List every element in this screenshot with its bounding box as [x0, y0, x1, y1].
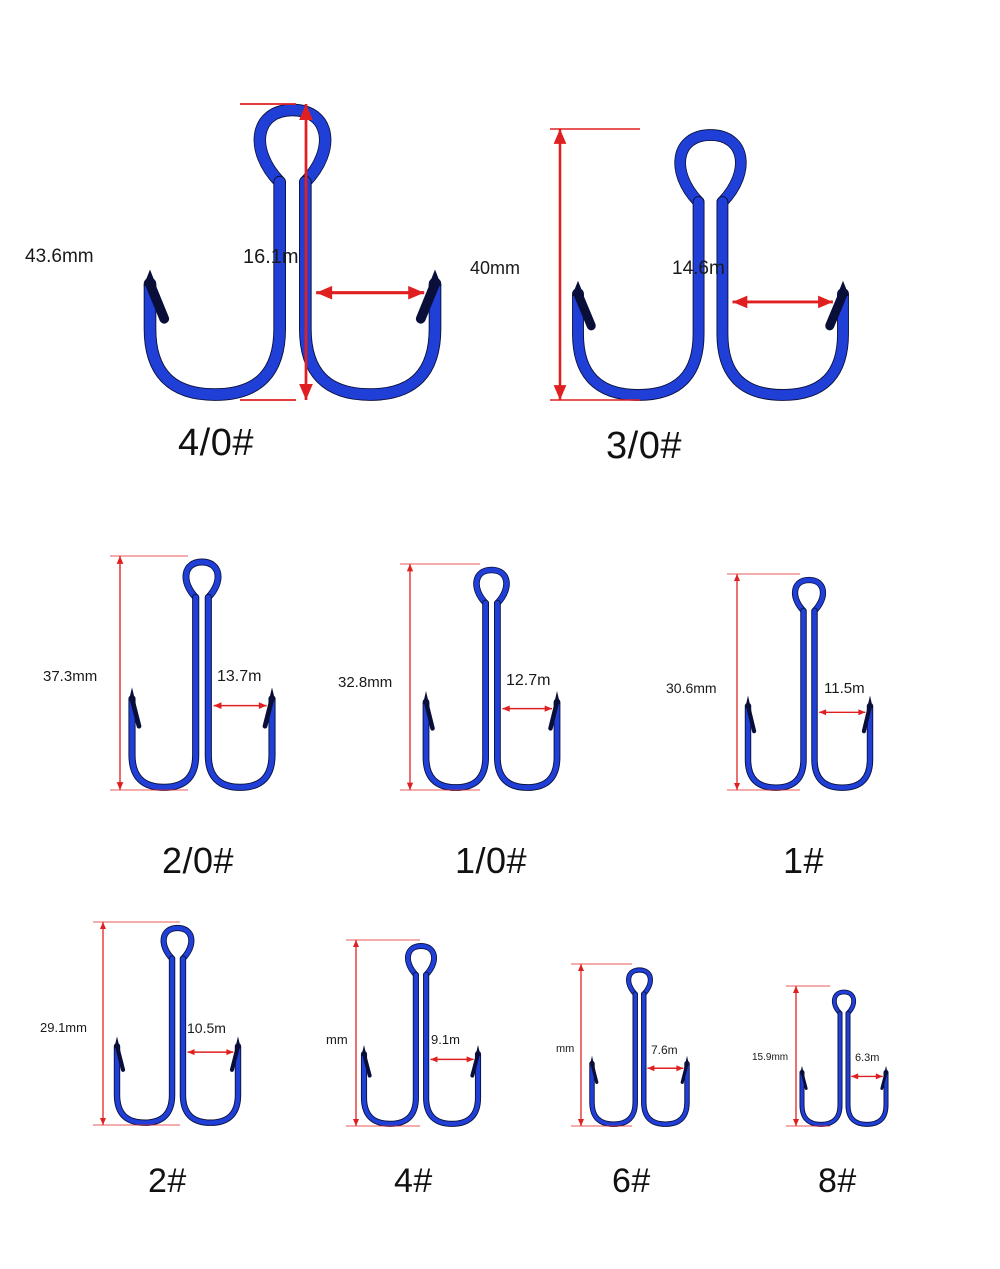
width-label: 9.1m	[431, 1032, 460, 1047]
hook-shape	[571, 129, 850, 401]
width-label: 12.7m	[506, 672, 551, 689]
height-label: 40mm	[470, 258, 521, 278]
measure-guides	[93, 921, 234, 1126]
size-label: 4/0#	[178, 422, 254, 464]
measure-guides	[550, 128, 833, 401]
height-label: 43.6mm	[25, 246, 94, 267]
hook-shape	[422, 566, 561, 791]
measure-guides	[346, 939, 474, 1127]
size-label: 2#	[148, 1162, 187, 1200]
width-label: 10.5m	[187, 1020, 226, 1036]
width-label: 16.1m	[243, 246, 299, 268]
measure-guides	[240, 103, 425, 401]
size-label: 4#	[394, 1162, 433, 1200]
measure-guides	[727, 573, 866, 791]
measure-guides	[571, 963, 684, 1127]
hook-shape	[799, 989, 889, 1127]
width-label: 6.3m	[855, 1052, 880, 1064]
width-label: 13.7m	[217, 668, 262, 685]
hook-shape	[128, 558, 276, 791]
size-label: 6#	[612, 1162, 651, 1200]
hook-shape	[589, 967, 690, 1127]
width-label: 7.6m	[651, 1043, 678, 1057]
height-label: 15.9mm	[752, 1052, 789, 1063]
size-label: 3/0#	[606, 425, 682, 467]
hook-shape	[143, 103, 442, 401]
measure-guides	[110, 555, 267, 791]
measure-guides	[400, 563, 553, 791]
width-label: 14.6m	[672, 258, 725, 279]
height-label: 29.1mm	[40, 1020, 87, 1035]
size-label: 1#	[783, 840, 825, 881]
size-label: 2/0#	[162, 840, 235, 881]
hook-shape	[360, 943, 482, 1127]
height-label: 32.8mm	[338, 674, 393, 691]
hook-shape	[113, 924, 242, 1126]
height-label: 30.6mm	[666, 680, 717, 696]
width-label: 11.5m	[824, 680, 865, 697]
height-label: 37.3mm	[43, 668, 98, 685]
hook-shape	[744, 576, 874, 791]
height-label: mm	[556, 1043, 575, 1055]
size-label: 1/0#	[455, 840, 528, 881]
size-label: 8#	[818, 1162, 857, 1200]
height-label: mm	[326, 1032, 348, 1047]
measure-guides	[786, 985, 883, 1127]
